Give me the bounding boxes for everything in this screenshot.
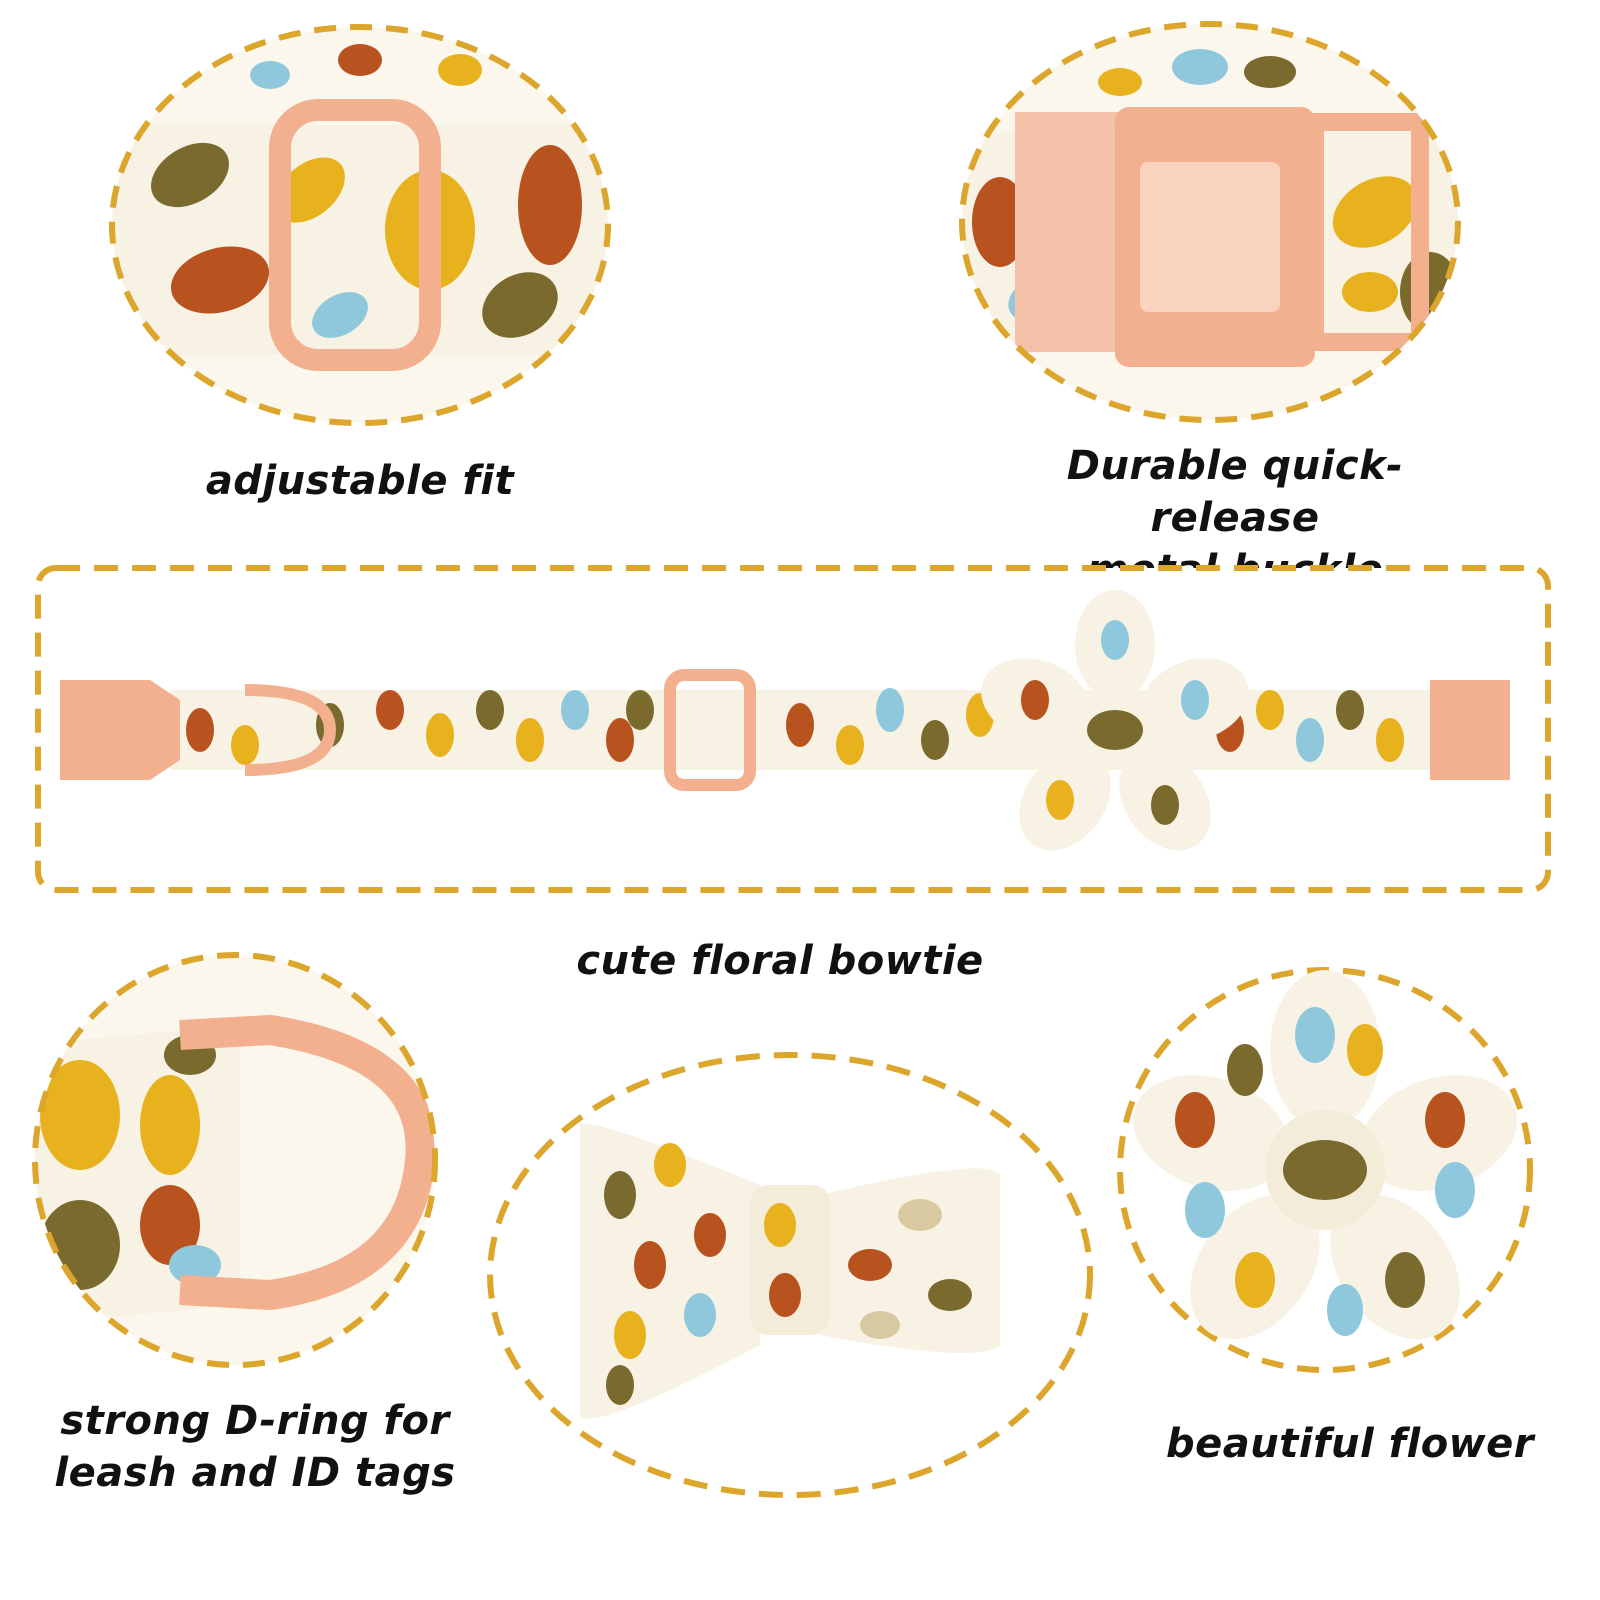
buckle-photo	[959, 21, 1461, 423]
adjustable-fit-detail	[100, 15, 620, 435]
bowtie-photo	[487, 1052, 1093, 1498]
flower-detail	[1110, 960, 1540, 1380]
d-ring	[179, 1014, 435, 1311]
caption-line-2: leash and ID tags	[54, 1450, 456, 1496]
bowtie-caption: cute floral bowtie	[560, 935, 1000, 987]
d-ring-detail	[20, 945, 450, 1375]
football-pattern	[1175, 1007, 1475, 1336]
caption-line-1: strong D-ring for	[60, 1398, 450, 1444]
full-collar-photo	[35, 565, 1551, 893]
football-pattern	[40, 1035, 221, 1290]
flower-caption: beautiful flower	[1160, 1418, 1540, 1470]
football-pattern	[604, 1143, 972, 1405]
adjustable-fit-caption: adjustable fit	[150, 455, 570, 507]
buckle-male-part	[1015, 112, 1140, 352]
slider-loop	[664, 669, 756, 791]
buckle-right	[1430, 680, 1510, 780]
d-ring-caption: strong D-ring for leash and ID tags	[45, 1395, 465, 1499]
slider-loop	[269, 99, 441, 371]
bowtie-accessory	[580, 1123, 1000, 1419]
buckle-detail	[950, 12, 1470, 432]
caption-text: adjustable fit	[205, 458, 515, 504]
full-collar-panel	[30, 560, 1570, 900]
d-ring	[244, 684, 337, 776]
caption-text: beautiful flower	[1166, 1421, 1534, 1467]
bowtie-detail	[480, 1045, 1100, 1505]
flower-accessory	[1133, 970, 1517, 1340]
caption-text: cute floral bowtie	[576, 938, 984, 984]
buckle-left	[60, 680, 180, 780]
flower-photo	[1117, 967, 1533, 1373]
flower-accessory	[981, 590, 1249, 851]
d-ring-photo	[32, 952, 438, 1368]
caption-line-1: Durable quick-release	[1066, 443, 1404, 541]
adjustable-fit-photo	[109, 24, 611, 426]
